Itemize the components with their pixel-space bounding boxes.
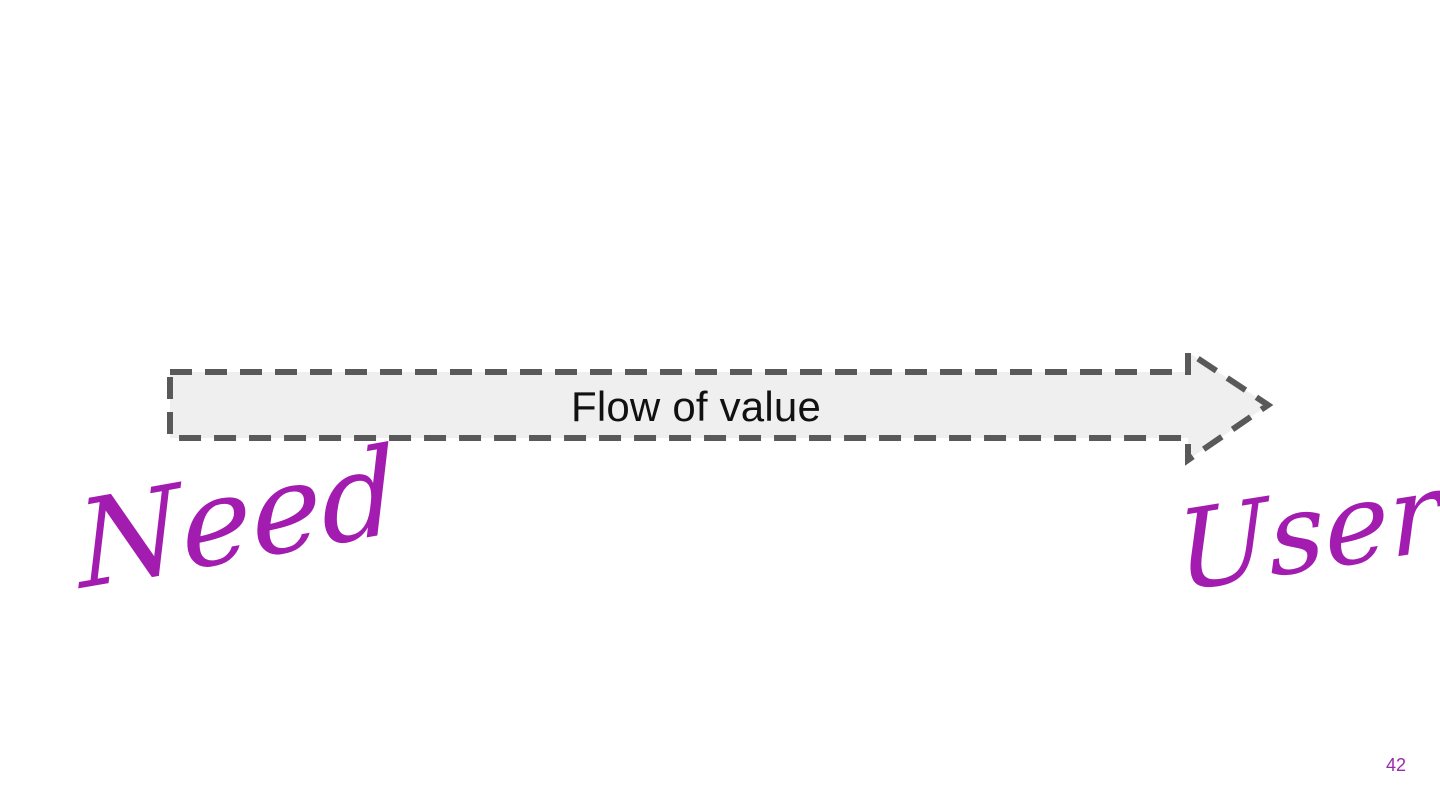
arrow-label: Flow of value (570, 383, 822, 430)
page-number: 42 (1385, 755, 1406, 775)
flow-arrow-shape (167, 346, 1274, 466)
